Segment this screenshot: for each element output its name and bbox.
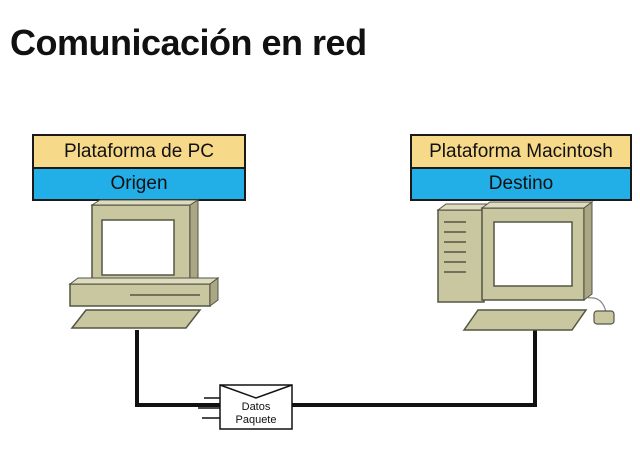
packet-data-label: Datos	[242, 401, 271, 413]
left-platform-label: Plataforma de PC	[32, 134, 246, 169]
right-role-label: Destino	[410, 169, 632, 201]
page-title: Comunicación en red	[10, 22, 367, 63]
macintosh-computer-icon	[436, 201, 615, 331]
right-platform-label: Plataforma Macintosh	[410, 134, 632, 169]
pc-computer-icon	[68, 199, 220, 329]
network-cable	[135, 330, 537, 407]
packet-label: Paquete	[236, 414, 277, 426]
data-packet: Datos Paquete	[198, 384, 293, 430]
